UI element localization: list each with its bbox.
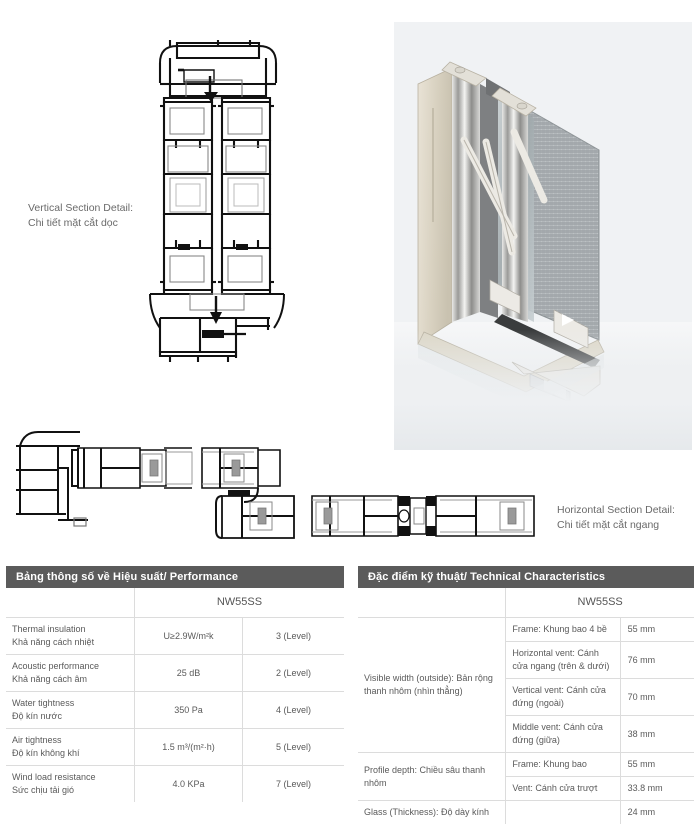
row-level: 4 (Level) (243, 692, 344, 729)
row-value: 1.5 m³/(m²·h) (134, 729, 242, 766)
item-value: 24 mm (620, 801, 694, 824)
group-label: Profile depth: Chiều sâu thanh nhôm (358, 753, 506, 801)
row-name-vi: Khả năng cách âm (12, 673, 130, 686)
item-sub: Vertical vent: Cánh cửa đứng (ngoài) (506, 679, 620, 716)
performance-table: Bảng thông số về Hiệu suất/ Performance … (6, 566, 344, 802)
horizontal-section-cad-icon-2 (308, 488, 538, 544)
performance-table-grid: NW55SS Thermal insulation Khả năng cách … (6, 588, 344, 802)
item-sub: Frame: Khung bao (506, 753, 620, 777)
table-row: Air tightness Độ kín không khí 1.5 m³/(m… (6, 729, 344, 766)
table-row: Wind load resistance Sức chịu tải gió 4.… (6, 766, 344, 803)
vertical-section-label-vi: Chi tiết mặt cắt dọc (28, 216, 133, 231)
row-level: 2 (Level) (243, 655, 344, 692)
row-name-vi: Độ kín nước (12, 710, 130, 723)
row-name-en: Air tightness (12, 734, 130, 747)
row-value: 25 dB (134, 655, 242, 692)
row-level: 5 (Level) (243, 729, 344, 766)
row-value: U≥2.9W/m²k (134, 618, 242, 655)
aluminium-sliding-window-corner-render (394, 22, 692, 450)
item-sub: Vent: Cánh cửa trượt (506, 777, 620, 801)
row-name-vi: Sức chịu tải gió (12, 784, 130, 797)
row-name-vi: Độ kín không khí (12, 747, 130, 760)
vertical-section-label-en: Vertical Section Detail: (28, 201, 133, 216)
item-sub: Frame: Khung bao 4 bề (506, 618, 620, 642)
horizontal-section-label: Horizontal Section Detail: Chi tiết mặt … (557, 503, 675, 533)
performance-table-title: Bảng thông số về Hiệu suất/ Performance (6, 566, 344, 588)
technical-characteristics-table: Đặc điểm kỹ thuật/ Technical Characteris… (358, 566, 694, 824)
row-level: 7 (Level) (243, 766, 344, 803)
row-level: 3 (Level) (243, 618, 344, 655)
table-row: Acoustic performance Khả năng cách âm 25… (6, 655, 344, 692)
technical-table-title: Đặc điểm kỹ thuật/ Technical Characteris… (358, 566, 694, 588)
table-row: Profile depth: Chiều sâu thanh nhôm Fram… (358, 753, 694, 777)
row-value: 4.0 KPa (134, 766, 242, 803)
vertical-section-cad-icon (140, 18, 295, 393)
group-label: Glass (Thickness): Độ dày kính (358, 801, 506, 824)
technical-model: NW55SS (506, 588, 694, 618)
horizontal-section-cad-icon (6, 424, 296, 546)
item-sub: Middle vent: Cánh cửa đứng (giữa) (506, 716, 620, 753)
table-row: Glass (Thickness): Độ dày kính 24 mm (358, 801, 694, 824)
row-name-en: Water tightness (12, 697, 130, 710)
item-value: 55 mm (620, 618, 694, 642)
item-value: 33.8 mm (620, 777, 694, 801)
table-row-model: NW55SS (358, 588, 694, 618)
item-sub: Horizontal vent: Cánh cửa ngang (trên & … (506, 642, 620, 679)
row-value: 350 Pa (134, 692, 242, 729)
table-row: Visible width (outside): Bản rộng thanh … (358, 618, 694, 642)
row-name-vi: Khả năng cách nhiệt (12, 636, 130, 649)
row-name-en: Thermal insulation (12, 623, 130, 636)
technical-table-grid: NW55SS Visible width (outside): Bản rộng… (358, 588, 694, 824)
item-value: 76 mm (620, 642, 694, 679)
table-row: Water tightness Độ kín nước 350 Pa 4 (Le… (6, 692, 344, 729)
item-value: 70 mm (620, 679, 694, 716)
table-row: Thermal insulation Khả năng cách nhiệt U… (6, 618, 344, 655)
vertical-section-label: Vertical Section Detail: Chi tiết mặt cắ… (28, 201, 133, 231)
item-value: 38 mm (620, 716, 694, 753)
performance-model: NW55SS (134, 588, 344, 618)
datasheet-page: Vertical Section Detail: Chi tiết mặt cắ… (0, 0, 700, 778)
group-label: Visible width (outside): Bản rộng thanh … (358, 618, 506, 753)
item-sub (506, 801, 620, 824)
horizontal-section-label-vi: Chi tiết mặt cắt ngang (557, 518, 675, 533)
horizontal-section-label-en: Horizontal Section Detail: (557, 503, 675, 518)
row-name-en: Acoustic performance (12, 660, 130, 673)
item-value: 55 mm (620, 753, 694, 777)
render-floor-shadow (394, 330, 692, 450)
table-row-model: NW55SS (6, 588, 344, 618)
